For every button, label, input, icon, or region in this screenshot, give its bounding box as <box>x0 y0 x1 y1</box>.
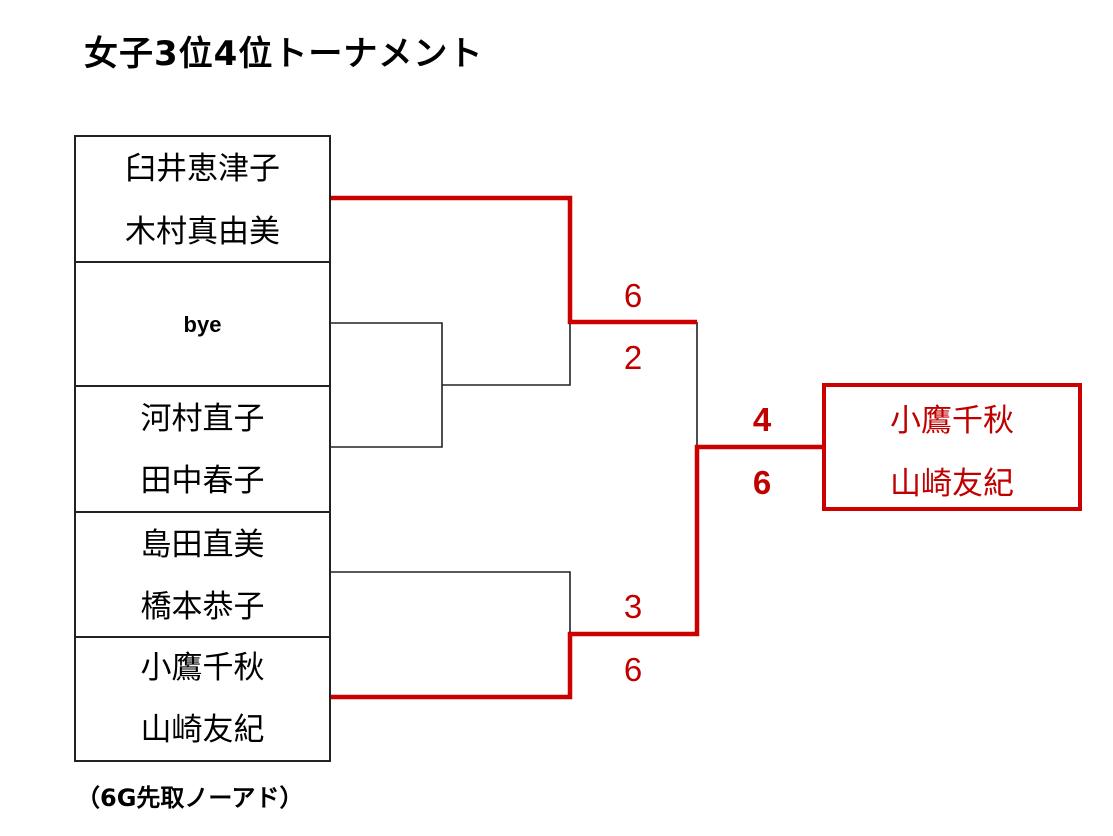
player-name: 山崎友紀 <box>140 712 265 748</box>
slot-5: 小鷹千秋 山崎友紀 <box>76 638 329 762</box>
score-semi1-top: 6 <box>623 277 643 314</box>
slot-4: 島田直美 橋本恭子 <box>76 513 329 638</box>
winner-name: 小鷹千秋 <box>890 403 1014 439</box>
winner-box: 小鷹千秋 山崎友紀 <box>822 383 1082 511</box>
player-name: 島田直美 <box>140 527 265 563</box>
player-name: 木村真由美 <box>125 214 280 250</box>
player-name: 河村直子 <box>140 401 265 437</box>
format-note: （6G先取ノーアド） <box>76 784 304 812</box>
score-semi1-bottom: 2 <box>623 339 643 376</box>
player-name: 田中春子 <box>140 463 265 499</box>
score-semi2-top: 3 <box>623 588 643 625</box>
player-name: 臼井恵津子 <box>125 151 280 187</box>
pair4-line <box>331 571 571 634</box>
player-name: 小鷹千秋 <box>140 650 265 686</box>
winner-name: 山崎友紀 <box>890 466 1014 502</box>
score-final-bottom: 6 <box>752 464 772 501</box>
bye-label: bye <box>183 312 222 337</box>
player-name: 橋本恭子 <box>140 589 265 625</box>
semi2-winner-path <box>331 444 822 700</box>
slot-1: 臼井恵津子 木村真由美 <box>76 137 329 263</box>
slot-3: 河村直子 田中春子 <box>76 387 329 513</box>
semi1-winner-path <box>331 195 697 325</box>
slot-2: bye <box>76 263 329 387</box>
qf-winner-line <box>442 322 571 386</box>
draw-list: 臼井恵津子 木村真由美 bye 河村直子 田中春子 島田直美 橋本恭子 小鷹千秋… <box>74 135 331 762</box>
bye-vs-pair3-line <box>331 322 443 448</box>
score-final-top: 4 <box>752 401 772 438</box>
page-title: 女子3位4位トーナメント <box>84 34 484 74</box>
score-semi2-bottom: 6 <box>623 651 643 688</box>
